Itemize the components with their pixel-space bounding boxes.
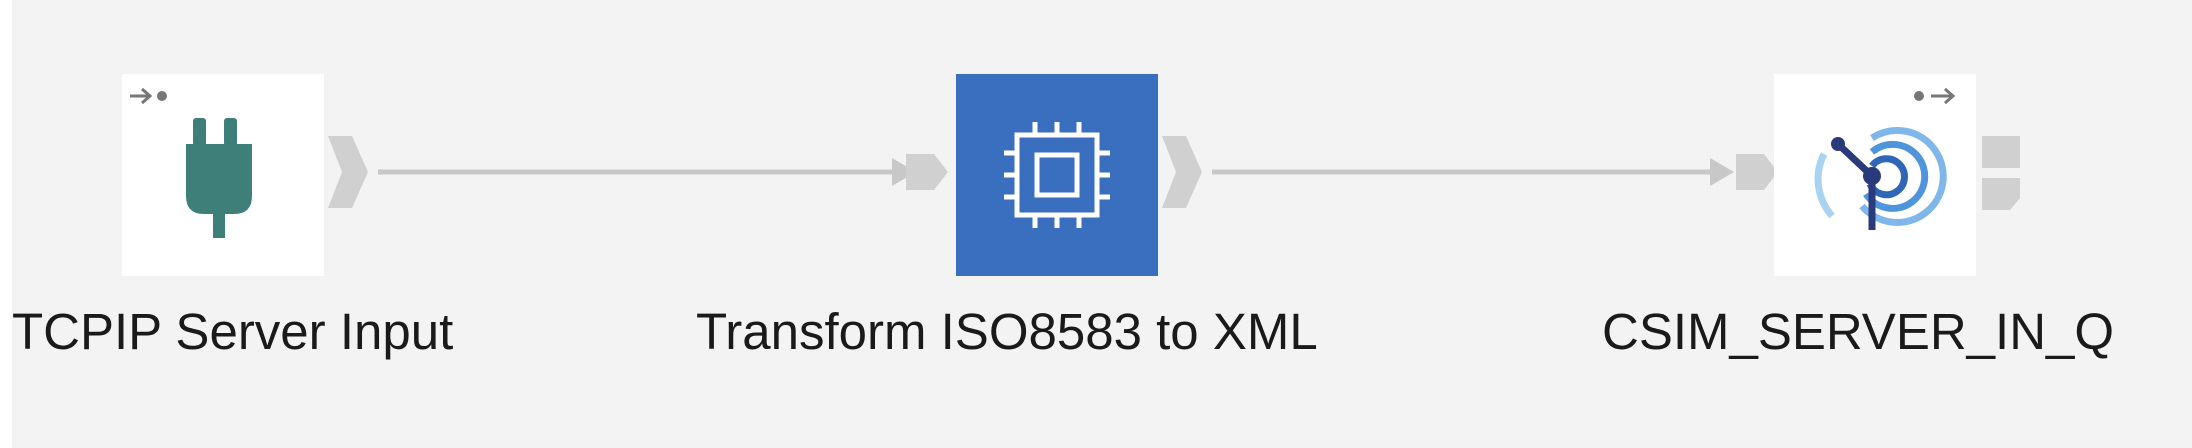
out-terminal-icon[interactable] (326, 134, 372, 210)
node-label: TCPIP Server Input (12, 303, 454, 360)
input-marker-icon (130, 87, 167, 105)
node-transform-iso8583[interactable] (956, 74, 1158, 276)
node-label: Transform ISO8583 to XML (696, 303, 1318, 360)
mq-output-icon (1814, 126, 1947, 230)
node-csim-server-in-q[interactable] (1774, 74, 1976, 276)
node-tcpip-server-input[interactable] (122, 74, 324, 276)
plug-icon (186, 118, 252, 238)
node-label: CSIM_SERVER_IN_Q (1602, 303, 2115, 360)
connection-1[interactable] (378, 158, 916, 186)
out-terminal-icon[interactable] (1160, 134, 1206, 210)
in-terminal-icon[interactable] (1734, 152, 1780, 192)
output-marker-icon (1914, 87, 1956, 105)
chip-icon (1004, 122, 1110, 228)
out-terminals-icon[interactable] (1980, 134, 2030, 214)
in-terminal-icon[interactable] (904, 152, 950, 192)
connections-layer (378, 158, 1734, 186)
flow-canvas[interactable]: TCPIP Server Input Transform ISO8583 to … (12, 0, 2192, 448)
connection-2[interactable] (1212, 158, 1734, 186)
